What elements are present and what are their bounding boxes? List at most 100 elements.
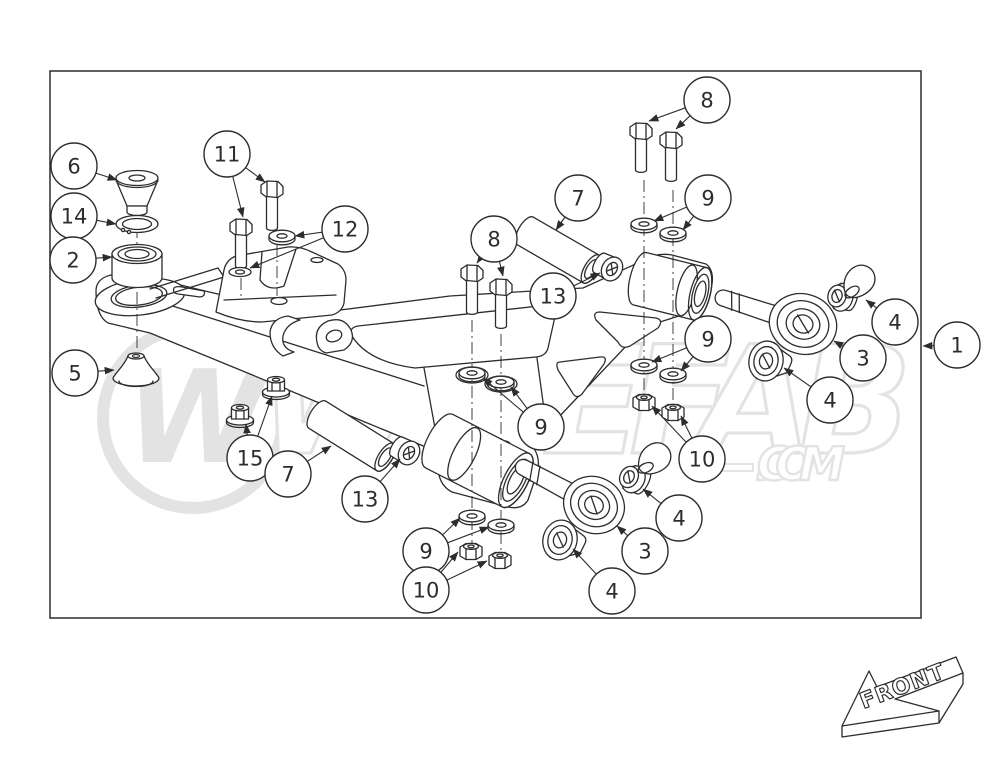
arm-flange — [155, 276, 225, 299]
rod-end — [514, 458, 626, 535]
leader-line — [232, 176, 245, 218]
arm-rib — [159, 301, 425, 387]
leader-line — [440, 551, 459, 573]
leader-line — [249, 237, 324, 269]
hex-bolt — [260, 180, 284, 232]
leader-line — [243, 423, 251, 436]
leader-line — [97, 366, 115, 375]
callout-number: 4 — [605, 580, 618, 604]
front-arrow-side — [841, 672, 964, 738]
callout-balloon — [203, 130, 251, 178]
callout-balloon — [684, 174, 732, 222]
leader-line — [257, 395, 273, 437]
callout-number: 13 — [352, 488, 379, 512]
clamp-hook — [269, 315, 301, 357]
watermark-suffix: .COM — [755, 437, 845, 491]
leader-line — [555, 216, 566, 231]
leader-line — [447, 526, 490, 544]
leader-line — [497, 261, 505, 277]
leader-line — [572, 548, 597, 575]
callout-number: 4 — [888, 311, 901, 335]
bearing — [111, 243, 163, 289]
lock-nut — [459, 542, 483, 561]
lock-nut — [488, 551, 512, 570]
arm-flange — [149, 267, 219, 290]
callout-balloon — [871, 298, 919, 346]
callout-balloon — [341, 475, 389, 523]
callout-number: 11 — [214, 143, 241, 167]
leader-line — [379, 458, 401, 483]
callout-number: 12 — [332, 218, 359, 242]
leader-line — [642, 488, 662, 505]
hardware-parts — [111, 122, 876, 570]
callout-number: 7 — [571, 187, 584, 211]
callout-number: 13 — [540, 285, 567, 309]
leader-line — [833, 340, 845, 350]
callout-number: 3 — [638, 540, 651, 564]
callout-balloon — [678, 435, 726, 483]
callout-balloon — [49, 236, 97, 284]
hex-bolt — [659, 131, 683, 183]
leader-line — [651, 347, 687, 363]
leader-line — [95, 253, 113, 262]
bushing-boss-right — [627, 251, 713, 321]
leader-line — [476, 253, 486, 264]
tapered-bushing — [827, 282, 859, 312]
callout-number: 1 — [950, 334, 963, 358]
callout-number: 8 — [700, 89, 713, 113]
leader-line — [510, 386, 528, 409]
callout-balloon — [50, 142, 98, 190]
leader-line — [482, 377, 524, 413]
tapered-cup — [115, 169, 159, 217]
callout-number: 15 — [237, 447, 264, 471]
countersunk-washer — [542, 519, 587, 561]
drawing-border — [49, 70, 922, 619]
leader-line — [95, 172, 118, 181]
front-arrow-top — [841, 656, 964, 727]
leader-line — [446, 560, 488, 581]
callout-balloon — [529, 272, 577, 320]
leader-line — [294, 230, 323, 239]
front-arrow: FRONT — [841, 656, 964, 738]
leader-line — [653, 206, 688, 222]
callout-number: 7 — [281, 463, 294, 487]
hex-bolt — [629, 122, 653, 174]
callout-balloon — [621, 527, 669, 575]
leader-line — [648, 107, 686, 122]
callout-number: 4 — [672, 507, 685, 531]
callout-balloon — [517, 403, 565, 451]
callout-balloon — [933, 321, 981, 369]
dust-boot — [112, 352, 160, 388]
callout-balloon — [839, 334, 887, 382]
callout-number: 10 — [413, 579, 440, 603]
leader-line — [573, 272, 601, 287]
callout-balloon — [588, 567, 636, 615]
leader-line — [245, 167, 266, 183]
callout-balloon — [806, 376, 854, 424]
callout-balloon — [321, 205, 369, 253]
callout-balloon — [684, 315, 732, 363]
washer-seated — [228, 266, 252, 278]
splined-bushing — [592, 252, 624, 282]
callout-number: 9 — [419, 540, 432, 564]
callout-balloon — [402, 566, 450, 614]
lock-nut — [661, 403, 685, 422]
callout-number: 9 — [534, 416, 547, 440]
washer — [487, 518, 515, 535]
boot-cone — [637, 442, 672, 475]
lock-nut — [632, 393, 656, 412]
arm-cutout — [556, 356, 606, 398]
leader-line — [651, 405, 687, 443]
callout-number: 8 — [487, 228, 500, 252]
leader-line — [616, 525, 629, 537]
rod-end — [714, 289, 838, 356]
tapered-bushing — [618, 464, 652, 495]
callout-balloon — [683, 76, 731, 124]
leader-line — [865, 299, 878, 309]
callout-number: 9 — [701, 187, 714, 211]
boot-cone — [843, 264, 876, 299]
callout-number: 4 — [823, 389, 836, 413]
arm-ear-hole — [325, 329, 343, 343]
